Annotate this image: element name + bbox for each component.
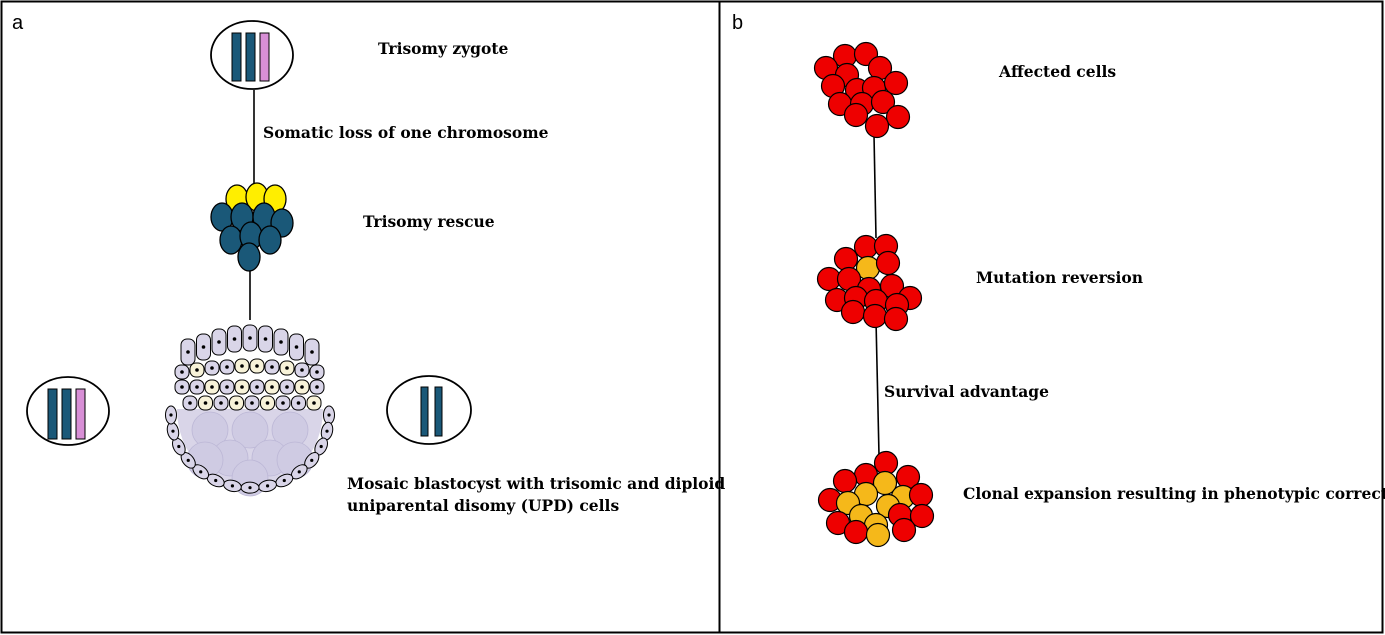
label-clonal-expansion: Clonal expansion resulting in phenotypic… [963,484,1385,503]
nucleus [255,364,259,368]
nucleus [263,337,268,341]
affected-cell [875,250,901,276]
trisomy-zygote-icon [210,20,294,90]
affected-cell [883,306,909,332]
nucleus [188,401,192,405]
nucleus [240,364,244,368]
nucleus [279,340,283,344]
panel-b-border [718,0,1384,634]
nucleus [325,429,329,433]
nucleus [310,458,314,462]
nucleus [201,345,206,349]
nucleus [282,478,286,483]
nucleus [294,345,299,349]
nucleus [312,401,316,405]
trisomic-cell-icon [26,376,110,446]
nucleus [180,370,184,374]
clonal-expansion-cluster-icon [817,450,935,548]
blue-cell [258,225,282,255]
nucleus [250,401,254,405]
label-survival-advantage: Survival advantage [884,382,1049,401]
nucleus [210,385,214,389]
affected-cell [885,104,911,130]
nucleus [234,401,239,405]
label-mosaic-line1: Mosaic blastocyst with trisomic and dipl… [347,474,726,493]
nucleus [171,429,175,433]
label-affected-cells: Affected cells [999,62,1117,81]
blue-cell [219,225,243,255]
label-mosaic-line2: uniparental disomy (UPD) cells [347,496,620,515]
affected-cell [908,482,934,508]
affected-cell [832,468,858,494]
nucleus [270,365,274,369]
nucleus [315,385,319,389]
nucleus [315,370,319,374]
mutation-reversion-cluster-icon [816,233,923,332]
nucleus [232,337,237,341]
label-trisomy-zygote: Trisomy zygote [378,39,509,58]
affected-cell [862,303,888,329]
label-somatic-loss: Somatic loss of one chromosome [263,123,549,142]
affected-cell [864,113,890,139]
nucleus [240,385,244,389]
nucleus [270,385,274,389]
affected-cell [840,299,866,325]
mosaic-blastocyst-icon [165,324,335,497]
nucleus [177,444,181,449]
connector-affected-to-reversion [873,134,877,239]
label-trisomy-rescue: Trisomy rescue [363,212,495,231]
affected-cell [843,519,869,545]
affected-cell [870,89,896,115]
nucleus [186,458,190,462]
nucleus [195,368,199,372]
blue-cell [237,242,261,272]
nucleus [310,350,314,354]
nucleus [265,401,270,405]
nucleus [230,484,235,488]
affected-cell [883,70,909,96]
nucleus [255,385,259,389]
panel-a-letter: a [12,12,24,34]
nucleus [225,385,229,389]
panel-a-border [0,0,721,634]
nucleus [297,470,301,474]
nucleus [296,401,301,405]
inner-sphere [231,411,269,449]
label-mutation-reversion: Mutation reversion [976,268,1143,287]
nucleus [195,385,199,389]
nucleus [300,368,304,372]
nucleus [169,413,173,417]
nucleus [281,401,285,405]
nucleus [219,401,223,405]
nucleus [214,478,218,483]
nucleus [199,470,203,474]
panel-b-letter: b [732,12,744,34]
nucleus [180,385,184,389]
nucleus [319,444,323,449]
connector-reversion-to-expansion [875,319,880,456]
nucleus [285,366,289,370]
nucleus [285,385,289,389]
affected-cells-cluster-icon [813,41,911,139]
nucleus [265,484,270,488]
nucleus [217,340,221,344]
nucleus [248,336,252,340]
nucleus [203,401,208,405]
nucleus [327,413,331,417]
diploid-upd-cell-icon [386,375,472,445]
nucleus [210,366,214,370]
corrected-cell [865,522,891,548]
nucleus [225,365,229,369]
nucleus [300,385,304,389]
affected-cell [909,503,935,529]
affected-cell [843,102,869,128]
affected-cell [833,246,859,272]
trisomy-rescue-cell-cluster-icon [210,182,294,272]
affected-cell [891,517,917,543]
nucleus [248,486,252,490]
nucleus [186,350,190,354]
